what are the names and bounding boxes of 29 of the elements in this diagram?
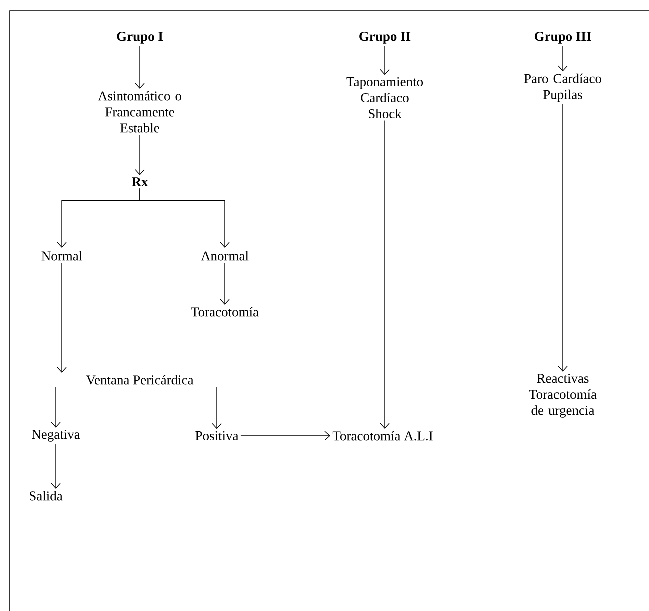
step-text: Negativa xyxy=(32,430,80,442)
step-text: Paro Cardíaco Pupilas xyxy=(524,74,602,102)
arrow xyxy=(57,262,67,373)
step-text: Taponamiento Cardíaco Shock xyxy=(346,77,424,119)
heading-text: Rx xyxy=(132,178,148,186)
step-text: Asintomático o Francamente Estable xyxy=(98,91,182,133)
arrow xyxy=(220,262,230,306)
step-text: Reactivas Toracotomía de urgencia xyxy=(529,374,597,418)
heading-text: Grupo I xyxy=(117,32,163,44)
arrow xyxy=(558,104,568,372)
step-text: Salida xyxy=(30,491,63,501)
step-text: Normal xyxy=(42,251,82,261)
arrow xyxy=(380,46,390,76)
arrow xyxy=(51,444,61,490)
arrow xyxy=(380,120,390,429)
heading-text: Grupo II xyxy=(360,32,411,44)
heading-text: Grupo III xyxy=(534,32,592,44)
arrow xyxy=(558,46,568,72)
arrow xyxy=(240,431,330,441)
arrow xyxy=(135,46,145,90)
step-text: Toracotomía xyxy=(191,307,259,317)
step-text: Ventana Pericárdica xyxy=(86,375,194,385)
step-text: Positiva xyxy=(196,431,239,441)
step-text: Toracotomía A.L.I xyxy=(332,431,433,441)
arrow xyxy=(51,386,61,428)
arrow xyxy=(212,386,222,430)
arrow xyxy=(140,188,230,248)
step-text: Anormal xyxy=(201,251,249,261)
arrow xyxy=(135,134,145,176)
